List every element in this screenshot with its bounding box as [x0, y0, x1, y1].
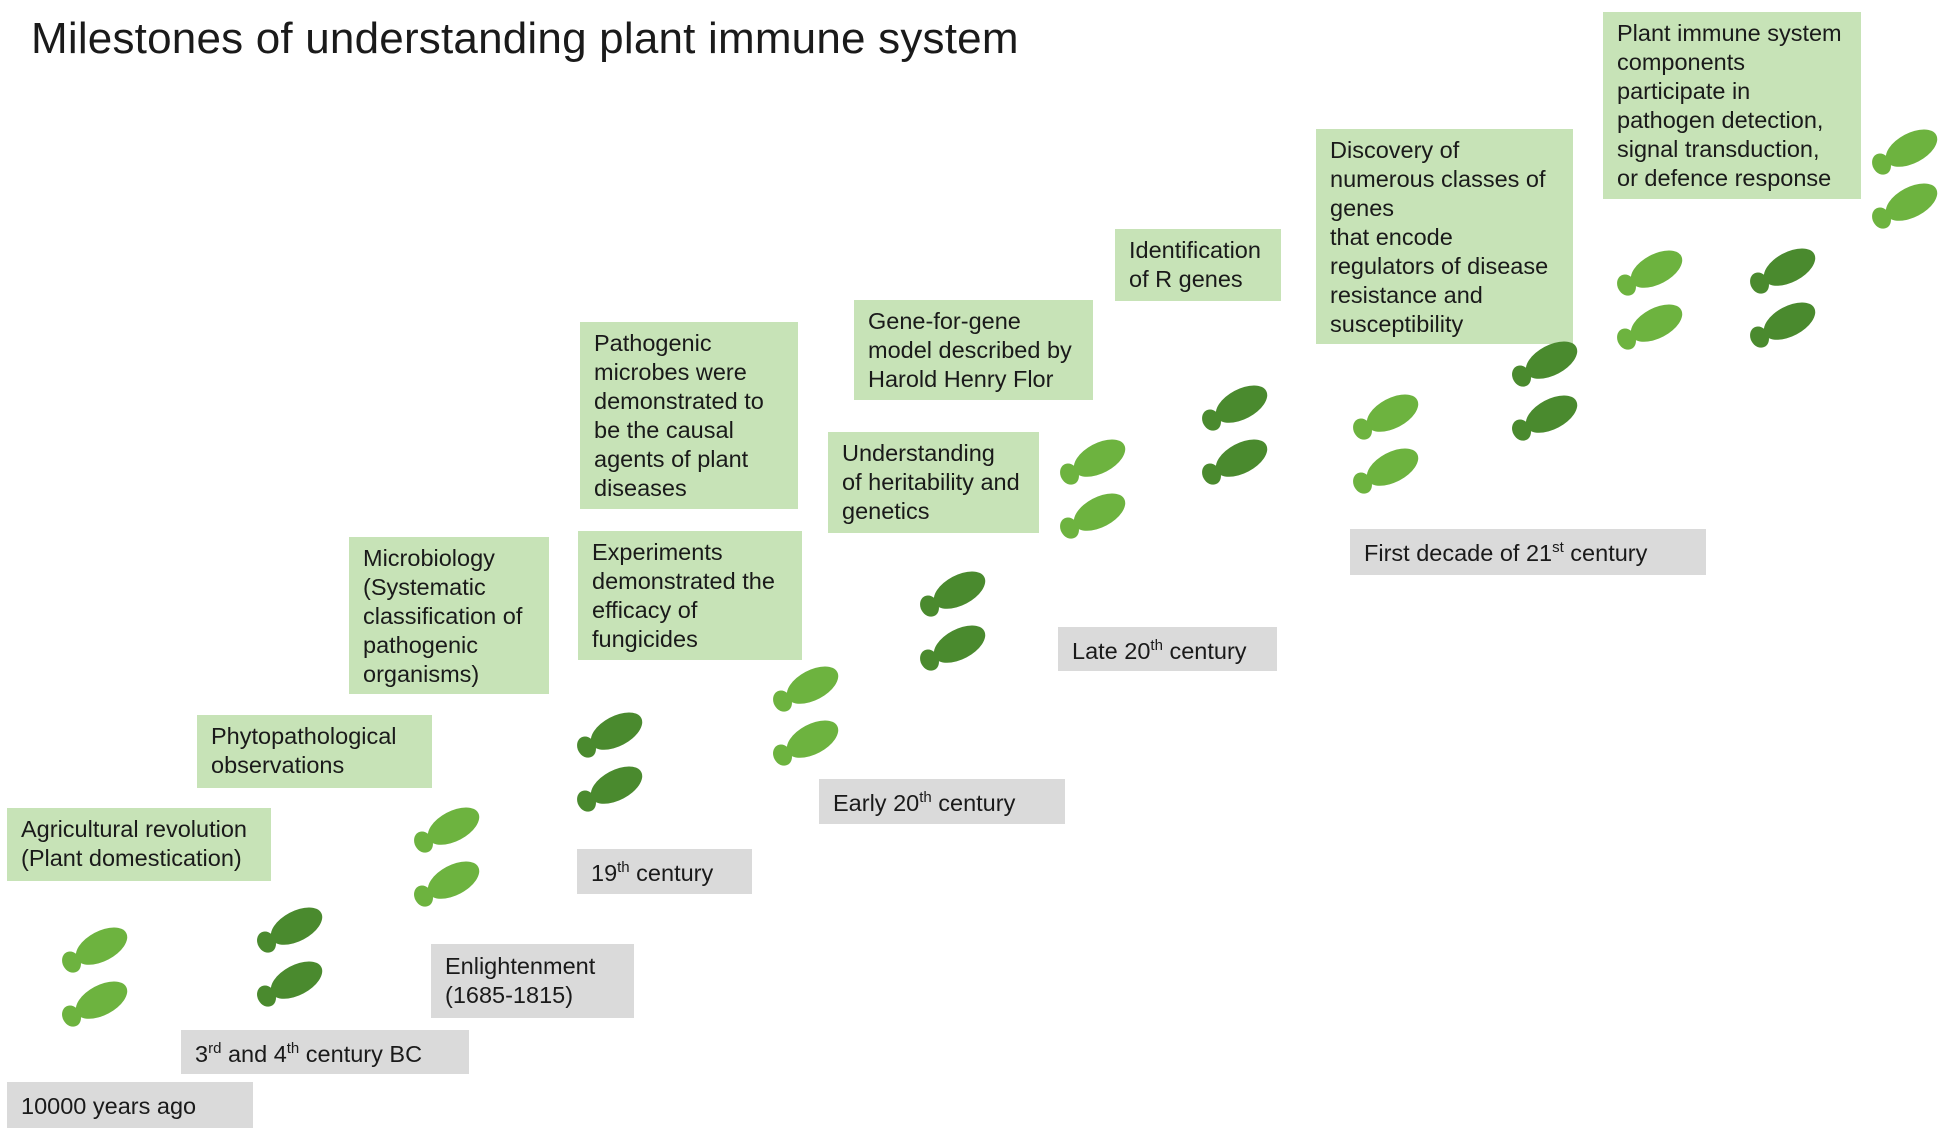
shoe-sole-shape	[590, 766, 643, 804]
shoe-heel-shape	[773, 744, 792, 766]
shoe-heel-shape	[1617, 274, 1636, 296]
event-discovery-gene-classes: Discovery of numerous classes of genes t…	[1316, 129, 1573, 344]
shoe-heel-shape	[257, 931, 276, 953]
footprint-icon	[1750, 248, 1816, 348]
shoe-sole-shape	[427, 861, 480, 899]
shoe-heel-shape	[1353, 418, 1372, 440]
shoe-heel-shape	[1353, 472, 1372, 494]
shoe-sole-shape	[933, 571, 986, 609]
footprint-icon	[62, 927, 128, 1027]
shoe-heel-shape	[1750, 272, 1769, 294]
footprint-icon	[920, 571, 986, 671]
footprint-icon	[1512, 341, 1578, 441]
shoe-sole-shape	[427, 807, 480, 845]
shoe-heel-shape	[1872, 153, 1891, 175]
shoe-heel-shape	[62, 951, 81, 973]
footprint-icon	[1353, 394, 1419, 494]
event-heritability-genetics: Understanding of heritability and geneti…	[828, 432, 1039, 533]
era-first-decade-21st-century: First decade of 21st century	[1350, 529, 1706, 575]
shoe-sole-shape	[1525, 395, 1578, 433]
shoe-heel-shape	[920, 595, 939, 617]
shoe-heel-shape	[1512, 419, 1531, 441]
shoe-sole-shape	[1763, 248, 1816, 286]
shoe-sole-shape	[590, 712, 643, 750]
era-early-20th-century: Early 20th century	[819, 779, 1065, 824]
era-late-20th-century: Late 20th century	[1058, 627, 1277, 671]
footprint-icon	[1617, 250, 1683, 350]
shoe-heel-shape	[1060, 517, 1079, 539]
era-enlightenment: Enlightenment (1685-1815)	[431, 944, 634, 1018]
footprint-icon	[1202, 385, 1268, 485]
shoe-sole-shape	[1366, 448, 1419, 486]
footprint-icon	[414, 807, 480, 907]
shoe-heel-shape	[257, 985, 276, 1007]
era-10000-years-ago: 10000 years ago	[7, 1082, 253, 1128]
shoe-sole-shape	[1366, 394, 1419, 432]
footprint-icon	[577, 712, 643, 812]
shoe-heel-shape	[414, 885, 433, 907]
shoe-sole-shape	[1630, 304, 1683, 342]
shoe-sole-shape	[75, 981, 128, 1019]
shoe-sole-shape	[1525, 341, 1578, 379]
shoe-heel-shape	[1202, 463, 1221, 485]
shoe-sole-shape	[1215, 385, 1268, 423]
event-r-genes: Identification of R genes	[1115, 229, 1281, 301]
shoe-sole-shape	[1885, 183, 1938, 221]
shoe-sole-shape	[1763, 302, 1816, 340]
event-immune-components: Plant immune system components participa…	[1603, 12, 1861, 199]
diagram-title: Milestones of understanding plant immune…	[31, 14, 1019, 63]
footprint-icon	[1060, 439, 1126, 539]
shoe-heel-shape	[773, 690, 792, 712]
footprint-icon	[257, 907, 323, 1007]
event-microbiology: Microbiology (Systematic classification …	[349, 537, 549, 694]
shoe-heel-shape	[1060, 463, 1079, 485]
shoe-sole-shape	[1885, 129, 1938, 167]
shoe-heel-shape	[1512, 365, 1531, 387]
shoe-sole-shape	[270, 907, 323, 945]
shoe-sole-shape	[1073, 493, 1126, 531]
shoe-heel-shape	[577, 790, 596, 812]
shoe-heel-shape	[1617, 328, 1636, 350]
shoe-sole-shape	[75, 927, 128, 965]
event-phytopathological-observations: Phytopathological observations	[197, 715, 432, 788]
shoe-heel-shape	[920, 649, 939, 671]
event-pathogenic-microbes: Pathogenic microbes were demonstrated to…	[580, 322, 798, 509]
shoe-heel-shape	[1202, 409, 1221, 431]
shoe-heel-shape	[577, 736, 596, 758]
era-3rd-4th-century-bc: 3rd and 4th century BC	[181, 1030, 469, 1074]
event-gene-for-gene: Gene-for-gene model described by Harold …	[854, 300, 1093, 400]
event-agricultural-revolution: Agricultural revolution (Plant domestica…	[7, 808, 271, 881]
shoe-sole-shape	[933, 625, 986, 663]
shoe-sole-shape	[270, 961, 323, 999]
event-fungicides: Experiments demonstrated the efficacy of…	[578, 531, 802, 660]
shoe-sole-shape	[786, 666, 839, 704]
footprint-icon	[1872, 129, 1938, 229]
era-19th-century: 19th century	[577, 849, 752, 894]
shoe-sole-shape	[786, 720, 839, 758]
shoe-sole-shape	[1630, 250, 1683, 288]
shoe-heel-shape	[414, 831, 433, 853]
shoe-sole-shape	[1073, 439, 1126, 477]
shoe-heel-shape	[62, 1005, 81, 1027]
shoe-sole-shape	[1215, 439, 1268, 477]
shoe-heel-shape	[1872, 207, 1891, 229]
footprint-icon	[773, 666, 839, 766]
shoe-heel-shape	[1750, 326, 1769, 348]
